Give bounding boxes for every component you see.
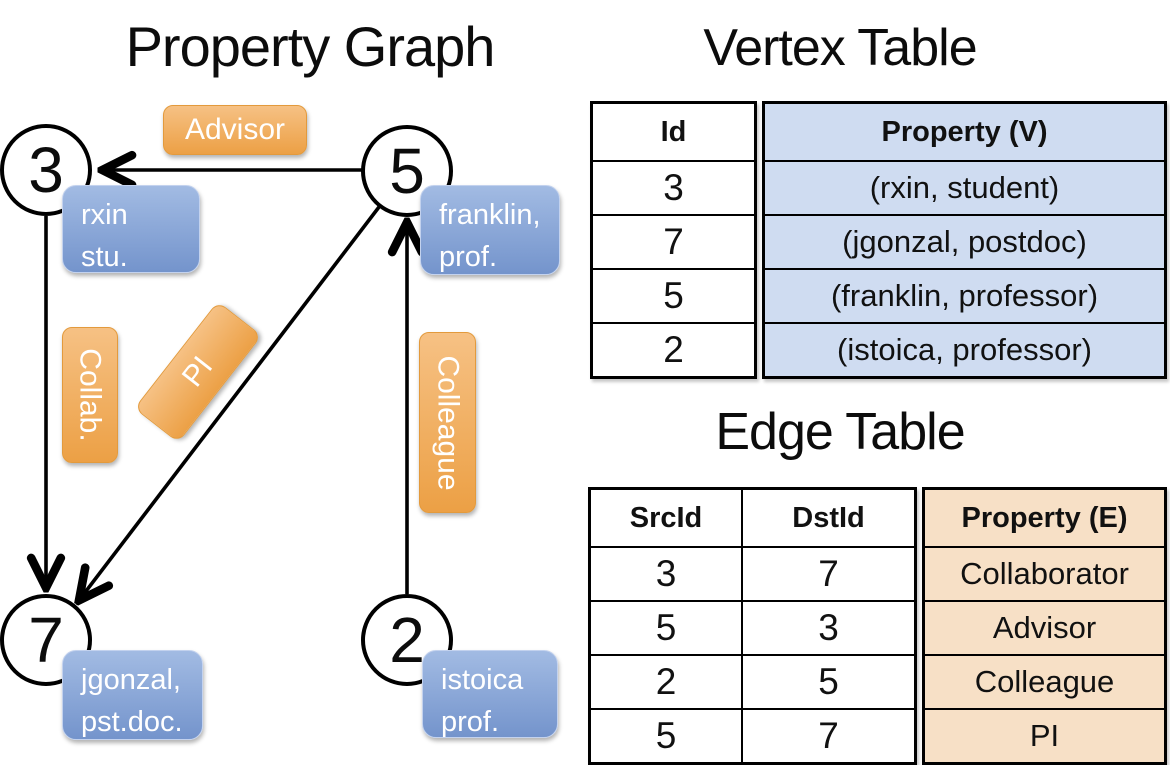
vertex-property-line1: istoica	[441, 664, 524, 696]
table-cell: 2	[593, 322, 754, 376]
property-graph-title: Property Graph	[125, 15, 496, 78]
edge-table-property-column: Property (E) Collaborator Advisor Collea…	[922, 487, 1167, 765]
table-cell: 5	[655, 715, 677, 756]
table-cell: 3	[655, 553, 677, 594]
edge-table-title: Edge Table	[715, 403, 965, 461]
table-cell: 7	[741, 710, 914, 762]
table-cell: Advisor	[925, 600, 1164, 654]
vertex-property-line2: pst.doc.	[81, 706, 183, 739]
table-cell: 7	[741, 548, 914, 600]
vertex-table-id-column: Id 3 7 5 2	[590, 101, 757, 379]
edge-table-srcid-header: SrcId	[629, 501, 703, 534]
vertex-table-property-column: Property (V) (rxin, student) (jgonzal, p…	[762, 101, 1167, 379]
node-id-label: 7	[28, 604, 64, 676]
node-id-label: 3	[28, 134, 64, 206]
vertex-table-property-header: Property (V)	[765, 104, 1164, 160]
node-id-label: 2	[389, 604, 425, 676]
table-cell: 5	[655, 607, 677, 648]
edge-label-text: Advisor	[184, 113, 286, 146]
edge-label-advisor: Advisor	[163, 105, 307, 155]
table-cell: PI	[925, 708, 1164, 762]
node-id-label: 5	[389, 135, 425, 207]
edge-label-text: PI	[175, 350, 220, 394]
table-cell: 3	[741, 602, 914, 654]
graph-node-2: 2	[361, 594, 453, 686]
table-cell: 3	[593, 160, 754, 214]
edge-table-dstid-header: DstId	[741, 490, 914, 546]
table-cell: (rxin, student)	[765, 160, 1164, 214]
table-cell: (istoica, professor)	[765, 322, 1164, 376]
vertex-table-id-header: Id	[660, 115, 687, 148]
edge-label-colleague: Colleague	[419, 332, 476, 513]
vertex-property-line1: jgonzal,	[81, 664, 181, 696]
vertex-table-title: Vertex Table	[703, 19, 977, 77]
graph-edges-layer	[0, 0, 580, 760]
edge-label-text: Collab.	[74, 348, 108, 442]
table-cell: 5	[741, 656, 914, 708]
edge-label-text: Colleague	[431, 354, 465, 491]
vertex-property-line1: franklin,	[439, 199, 541, 231]
vertex-property-line2: stu.	[81, 241, 128, 274]
vertex-property-line2: prof.	[441, 706, 500, 739]
edge-table-property-header: Property (E)	[925, 490, 1164, 546]
vertex-property-box-2: istoica prof.	[422, 650, 558, 738]
vertex-property-line1: rxin	[81, 199, 128, 231]
vertex-property-box-5: franklin, prof.	[420, 185, 560, 275]
edge-label-collab: Collab.	[62, 327, 118, 463]
vertex-property-box-7: jgonzal, pst.doc.	[62, 650, 203, 740]
table-cell: 5	[593, 268, 754, 322]
vertex-property-box-3: rxin stu.	[62, 185, 200, 273]
edge-table-id-columns: SrcId DstId 3 7 5 3 2 5 5 7	[588, 487, 917, 765]
table-cell: 2	[655, 661, 677, 702]
table-cell: Collaborator	[925, 546, 1164, 600]
graph-node-3: 3	[0, 124, 92, 216]
table-cell: (jgonzal, postdoc)	[765, 214, 1164, 268]
table-cell: Colleague	[925, 654, 1164, 708]
vertex-property-line2: prof.	[439, 241, 498, 274]
table-cell: 7	[593, 214, 754, 268]
edge-arrow-5-to-7	[80, 205, 381, 599]
table-cell: (franklin, professor)	[765, 268, 1164, 322]
